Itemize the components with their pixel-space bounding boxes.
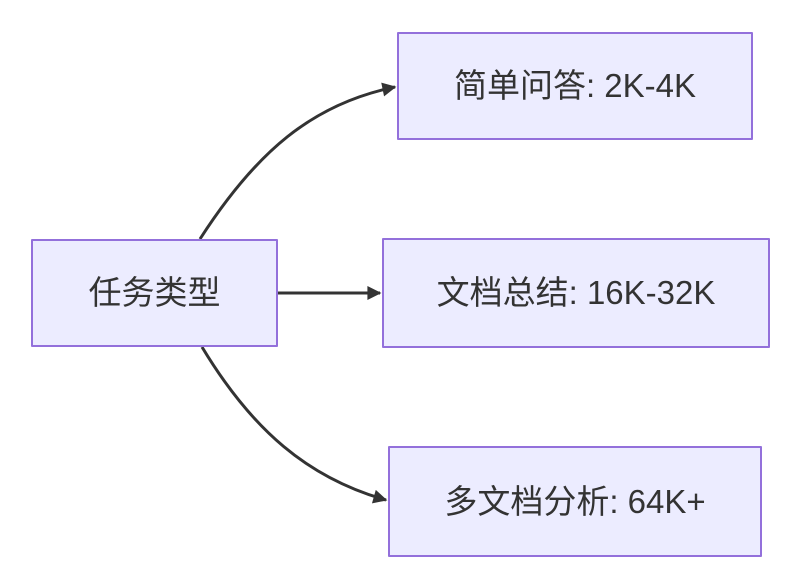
node-task-type-label: 任务类型 <box>88 274 221 312</box>
node-multi-doc-analysis: 多文档分析: 64K+ <box>388 446 762 557</box>
node-simple-qa-label: 简单问答: 2K-4K <box>453 67 697 105</box>
node-simple-qa: 简单问答: 2K-4K <box>397 32 753 140</box>
node-task-type: 任务类型 <box>31 239 278 347</box>
edge-task-type-to-simple-qa <box>198 82 397 240</box>
node-multi-doc-analysis-label: 多文档分析: 64K+ <box>444 482 706 520</box>
edge-task-type-to-multi-doc-analysis <box>200 346 388 504</box>
node-doc-summary-label: 文档总结: 16K-32K <box>436 274 716 312</box>
node-doc-summary: 文档总结: 16K-32K <box>382 238 770 348</box>
